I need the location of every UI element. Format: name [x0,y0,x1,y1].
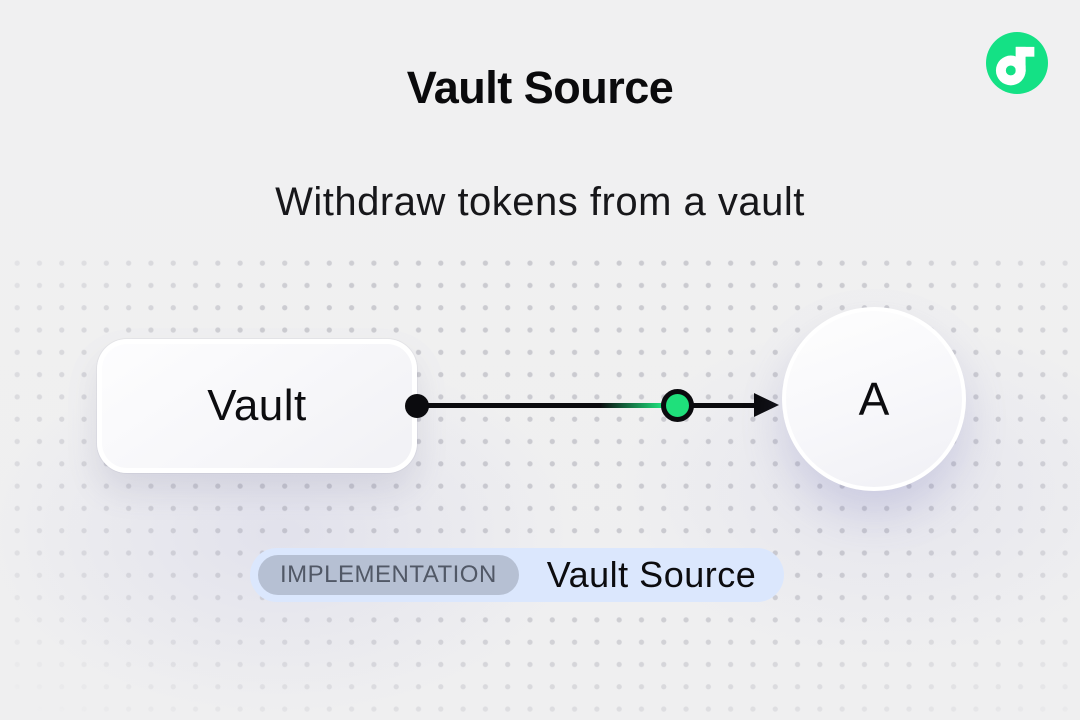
edge-green-gradient [600,403,662,408]
implementation-badge-label: Vault Source [546,554,757,595]
arrowhead-icon [754,393,779,417]
page-title: Vault Source [406,62,674,113]
implementation-badge: IMPLEMENTATION Vault Source [250,548,785,602]
vault-node-label: Vault [207,381,307,430]
edge-start-dot [405,394,429,418]
target-node-label: A [858,373,890,425]
implementation-tag: IMPLEMENTATION [258,555,519,595]
edge-line [417,403,762,408]
edge-connector-dot [661,389,694,422]
target-node: A [782,307,966,491]
vault-node: Vault [97,339,417,473]
flow-logo-icon [986,32,1048,94]
page-subtitle: Withdraw tokens from a vault [275,180,805,224]
